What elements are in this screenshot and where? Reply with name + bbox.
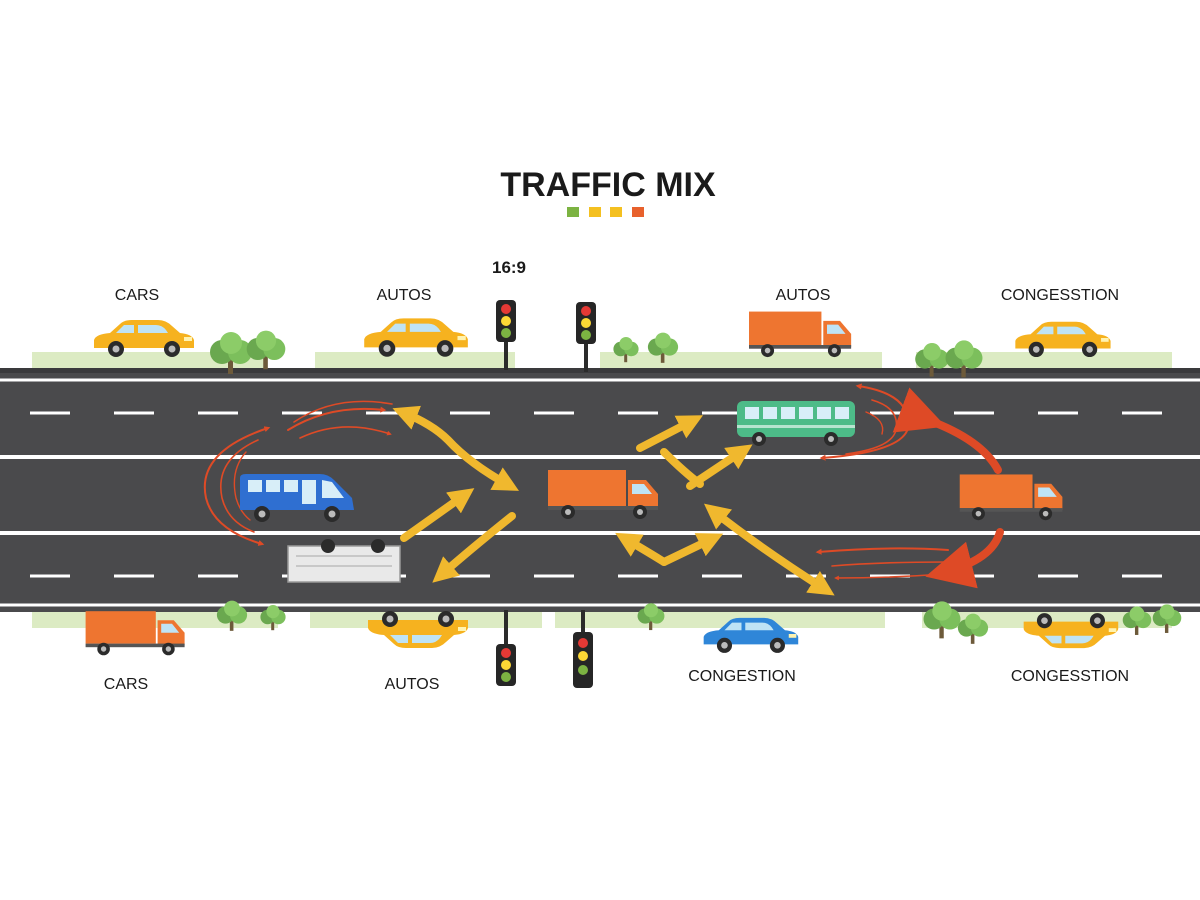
diagram-title: TRAFFIC MIX: [500, 166, 716, 204]
bottom-verges: [32, 612, 1172, 628]
label-top-congestion: CONGESSTION: [1001, 287, 1119, 304]
overturned-truck-icon: [287, 539, 401, 583]
color-swatches: [567, 207, 644, 217]
label-top-autos-left: AUTOS: [377, 287, 432, 304]
label-bottom-congesstion: CONGESSTION: [1011, 668, 1129, 685]
traffic-light-icon: [576, 302, 596, 372]
label-top-autos-right: AUTOS: [776, 287, 831, 304]
car-icon: [1015, 321, 1111, 358]
swatch-yellow: [589, 207, 601, 217]
label-bottom-cars: CARS: [104, 676, 148, 693]
car-icon: [364, 318, 468, 357]
label-top-cars: CARS: [115, 287, 159, 304]
swatch-green: [567, 207, 579, 217]
congestion-arrows: [203, 383, 1004, 589]
label-bottom-congestion: CONGESTION: [688, 668, 796, 685]
top-verges: [32, 352, 1172, 368]
traffic-light-icon: [573, 610, 593, 688]
swatch-orange: [632, 207, 644, 217]
car-icon: [94, 320, 194, 357]
ratio-label: 16:9: [492, 258, 526, 277]
truck-icon: [749, 311, 852, 358]
flow-arrows: [392, 405, 835, 596]
label-bottom-autos: AUTOS: [385, 676, 440, 693]
swatch-yellow-2: [610, 207, 622, 217]
traffic-light-icon: [496, 610, 516, 686]
